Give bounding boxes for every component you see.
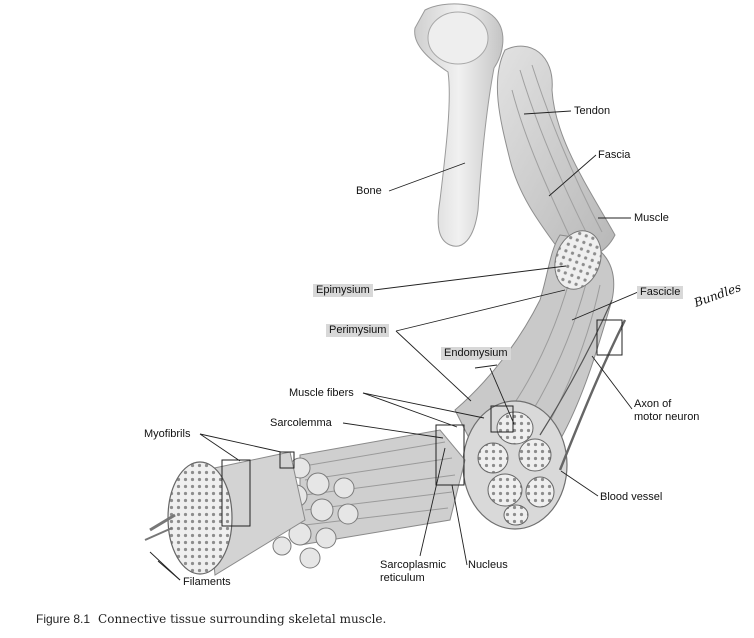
label-perimysium: Perimysium (326, 324, 390, 337)
muscle-belly (496, 45, 616, 260)
label-nucleus: Nucleus (468, 559, 508, 571)
caption-text: Connective tissue surrounding skeletal m… (98, 612, 387, 626)
figure-caption: Figure 8.1 Connective tissue surrounding … (36, 612, 386, 626)
blood-vessel (558, 319, 627, 471)
label-endomysium: Endomysium (441, 347, 511, 360)
label-axon-1: Axon of (634, 398, 672, 410)
label-myofibrils: Myofibrils (144, 428, 191, 440)
bone-shape (414, 3, 504, 247)
label-sarcoplasmic-1: Sarcoplasmic (380, 559, 447, 571)
label-blood-vessel: Blood vessel (600, 491, 663, 503)
label-axon-2: motor neuron (634, 411, 700, 423)
bracket-boxes (221, 319, 623, 527)
label-bone: Bone (356, 185, 382, 197)
axon (539, 299, 613, 436)
label-muscle-fibers: Muscle fibers (289, 387, 354, 399)
label-epimysium: Epimysium (313, 284, 373, 297)
label-tendon: Tendon (574, 105, 611, 117)
label-muscle: Muscle (634, 212, 669, 224)
label-filaments: Filaments (183, 576, 231, 588)
label-sarcoplasmic-2: reticulum (380, 572, 425, 584)
label-fascicle: Fascicle (637, 286, 684, 299)
leader-lines (149, 110, 639, 581)
label-fascia: Fascia (598, 149, 631, 161)
myofibril-section (144, 451, 306, 576)
label-sarcolemma: Sarcolemma (270, 417, 332, 429)
muscle-cross-section (462, 400, 568, 530)
muscle-fiber-bundle (269, 429, 466, 569)
figure-number: Figure 8.1 (36, 612, 91, 626)
